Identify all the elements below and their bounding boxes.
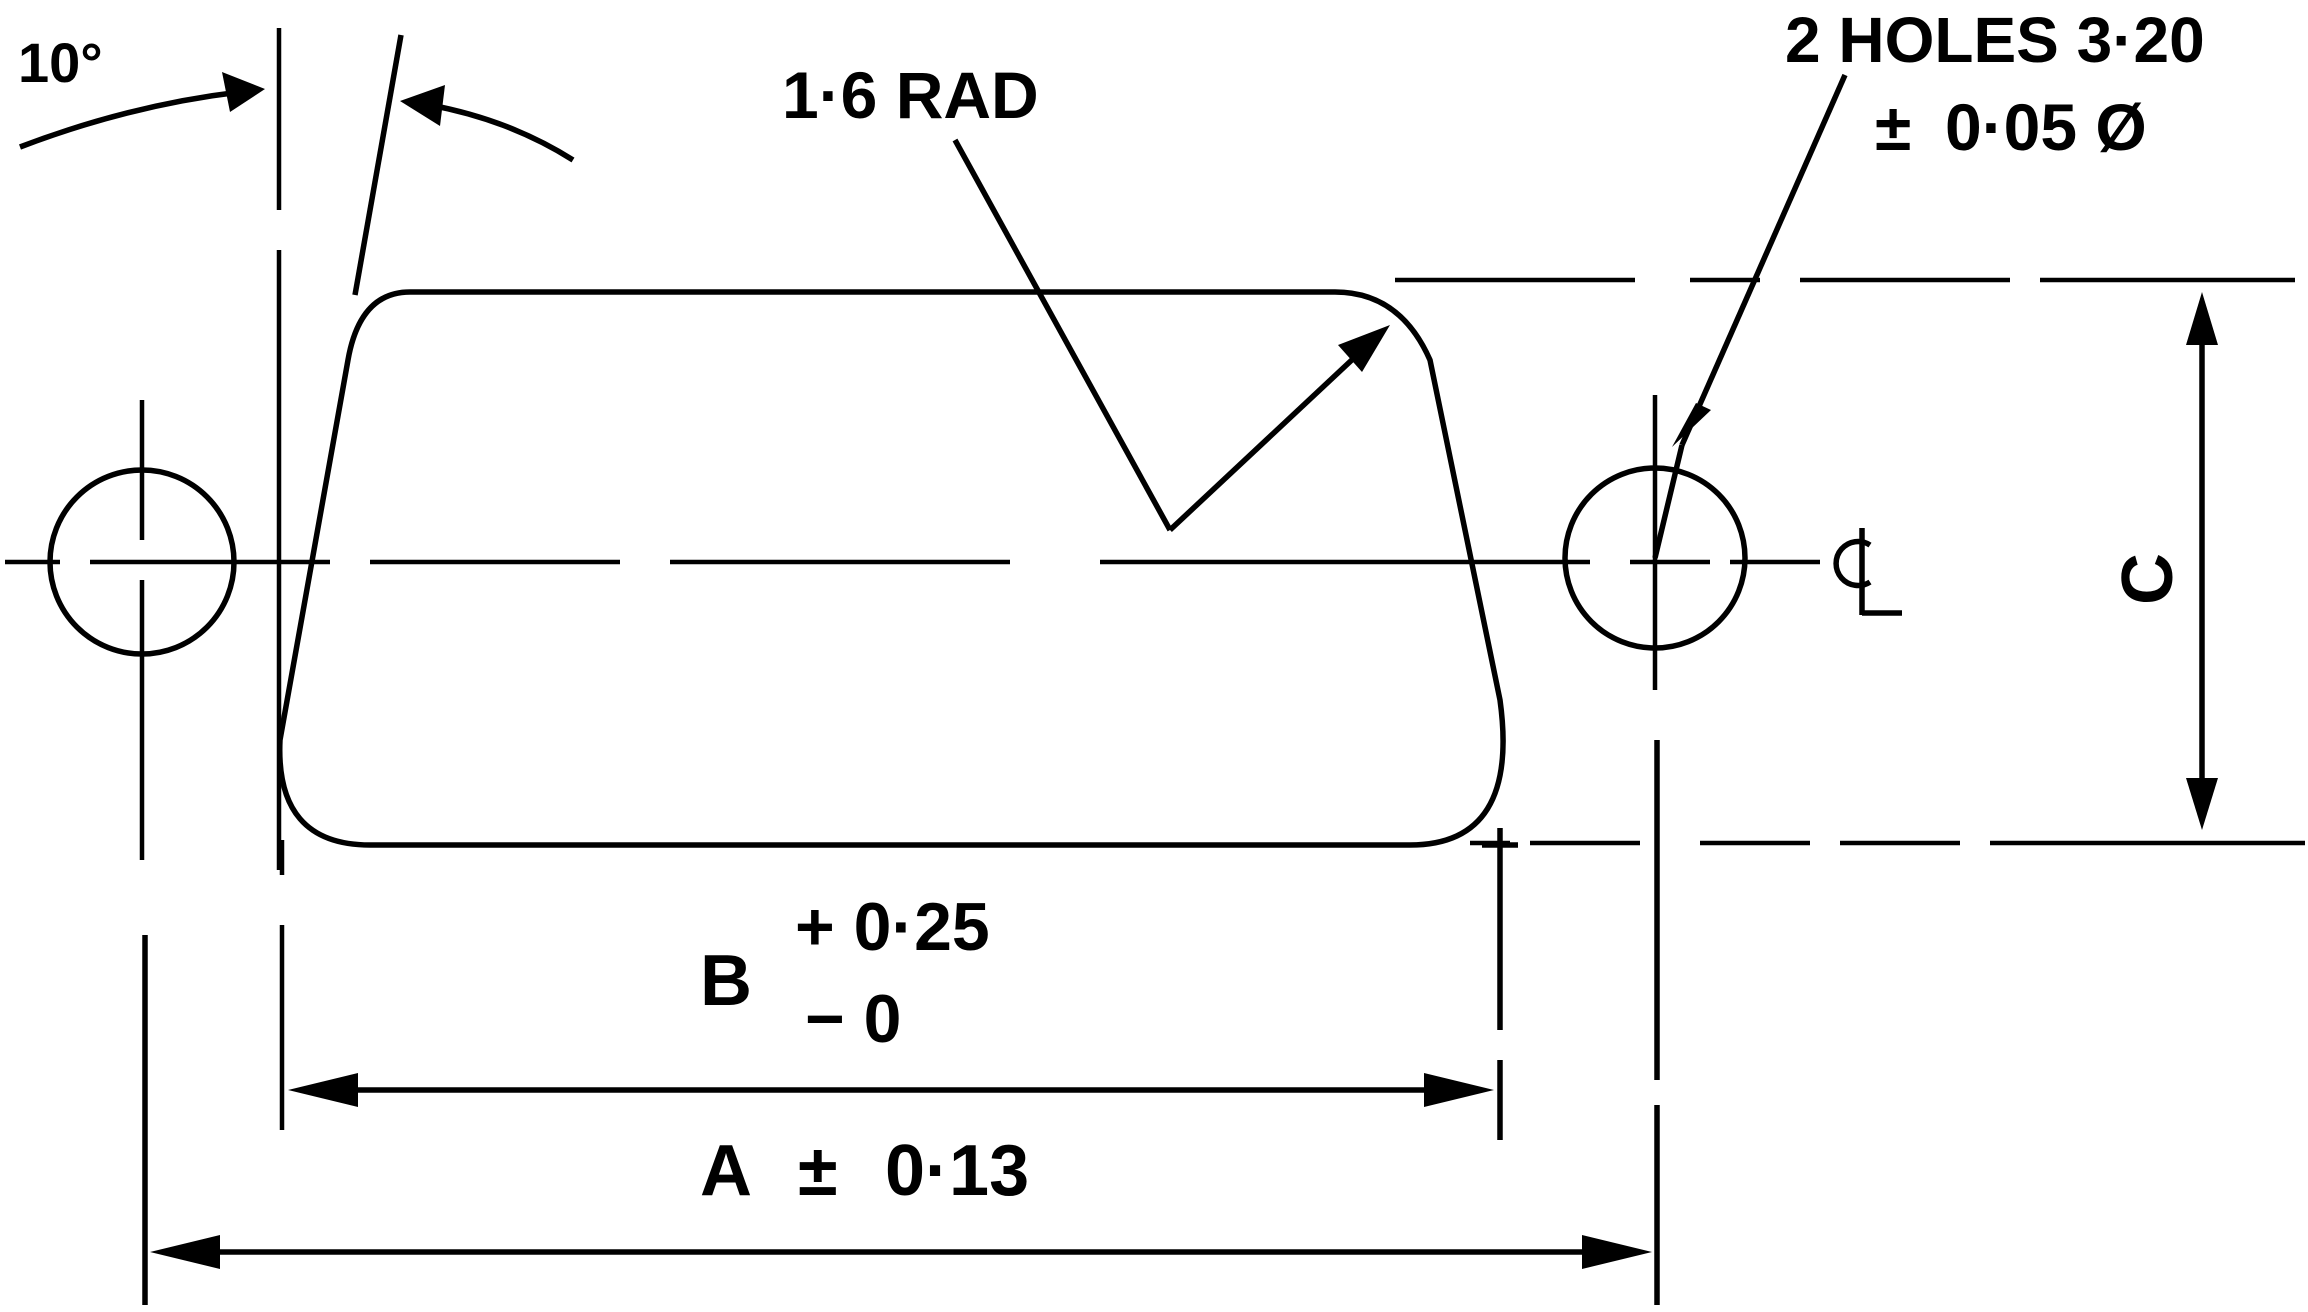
dimension-b xyxy=(279,828,1518,1140)
angle-indicator xyxy=(19,28,575,870)
angle-label: 10° xyxy=(18,31,103,94)
centerline-symbol xyxy=(1833,528,1902,616)
holes-leader xyxy=(1652,73,1848,559)
radius-label: 1·6 RAD xyxy=(782,58,1039,132)
dimension-c-label: C xyxy=(2108,553,2188,605)
right-mounting-hole xyxy=(1562,395,1748,690)
radius-leader xyxy=(952,138,1390,533)
dimension-a xyxy=(142,740,1660,1305)
holes-label-tolerance-sign: ± xyxy=(1875,90,1911,164)
dimension-b-tolerance-minus: − 0 xyxy=(805,981,901,1057)
dimension-a-label: A xyxy=(700,1131,752,1211)
left-mounting-hole xyxy=(47,400,237,860)
dimension-a-tolerance-sign: ± xyxy=(798,1131,838,1211)
dimension-a-tolerance: 0·13 xyxy=(885,1131,1029,1211)
d-cutout-outline xyxy=(277,289,1506,848)
dimension-b-label: B xyxy=(700,941,752,1021)
holes-label-tolerance: 0·05 Ø xyxy=(1945,90,2147,164)
dimension-b-tolerance-plus: + 0·25 xyxy=(795,889,990,965)
holes-label-line1: 2 HOLES 3·20 xyxy=(1785,4,2205,76)
dimension-c xyxy=(1395,277,2305,846)
